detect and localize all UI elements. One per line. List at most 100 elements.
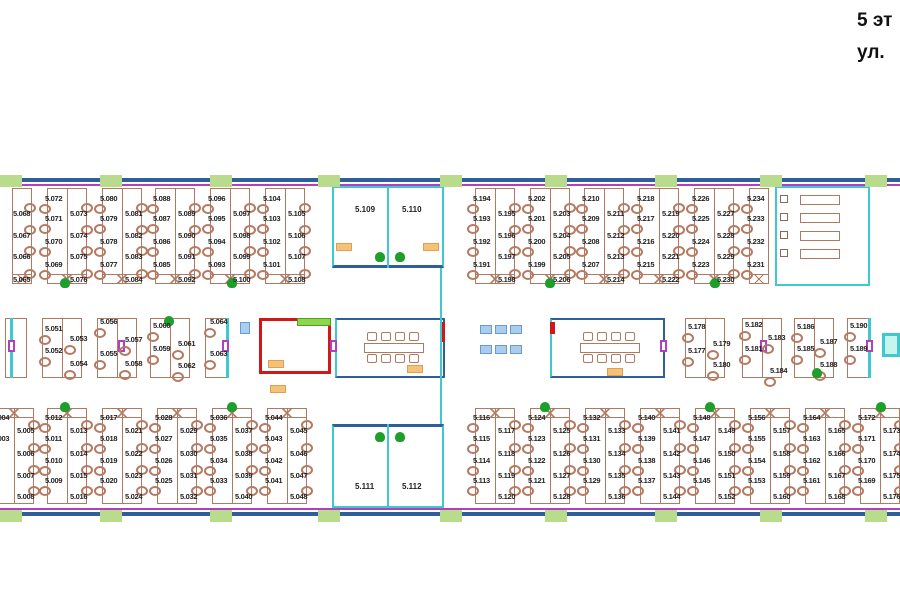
- desk-label[interactable]: 5.170: [858, 456, 876, 465]
- desk-label[interactable]: 5.105: [288, 209, 306, 218]
- desk-label[interactable]: 5.083: [125, 252, 143, 261]
- desk-label[interactable]: 5.211: [607, 209, 624, 218]
- desk-label[interactable]: 5.230: [717, 275, 735, 284]
- desk-label[interactable]: 5.220: [662, 231, 680, 240]
- desk-label[interactable]: 5.066: [13, 252, 31, 261]
- desk-label[interactable]: 5.024: [125, 492, 143, 501]
- desk-label[interactable]: 5.005: [17, 426, 35, 435]
- desk-label[interactable]: 5.206: [553, 275, 571, 284]
- desk-label[interactable]: 5.027: [155, 434, 173, 443]
- desk-label[interactable]: 5.207: [582, 260, 600, 269]
- printer[interactable]: [480, 325, 492, 334]
- desk-label[interactable]: 5.086: [153, 237, 171, 246]
- desk-label[interactable]: 5.035: [210, 434, 228, 443]
- desk-label[interactable]: 5.106: [288, 231, 306, 240]
- printer[interactable]: [510, 345, 522, 354]
- desk-label[interactable]: 5.045: [290, 426, 308, 435]
- desk-label[interactable]: 5.087: [153, 214, 171, 223]
- desk-label[interactable]: 5.136: [608, 492, 626, 501]
- desk-label[interactable]: 5.116: [473, 413, 490, 422]
- desk-label[interactable]: 5.180: [713, 360, 731, 369]
- desk-label[interactable]: 5.103: [263, 214, 281, 223]
- desk-label[interactable]: 5.186: [797, 322, 815, 331]
- printer[interactable]: [480, 345, 492, 354]
- desk-label[interactable]: 5.067: [13, 231, 31, 240]
- desk-label[interactable]: 5.118: [498, 449, 515, 458]
- desk-label[interactable]: 5.020: [100, 476, 118, 485]
- desk-label[interactable]: 5.022: [125, 449, 143, 458]
- desk-label[interactable]: 5.191: [473, 260, 491, 269]
- desk-label[interactable]: 5.012: [45, 413, 63, 422]
- desk-label[interactable]: 5.102: [263, 237, 281, 246]
- desk-label[interactable]: 5.015: [70, 471, 88, 480]
- desk-label[interactable]: 5.216: [637, 237, 655, 246]
- desk-label[interactable]: 5.090: [178, 231, 196, 240]
- desk-label[interactable]: 5.182: [745, 320, 763, 329]
- printer[interactable]: [510, 325, 522, 334]
- desk-label[interactable]: 5.108: [288, 275, 306, 284]
- desk-label[interactable]: 5.149: [718, 426, 736, 435]
- desk-label[interactable]: 5.031: [180, 471, 198, 480]
- desk-label[interactable]: 5.210: [582, 194, 600, 203]
- desk-label[interactable]: 5.076: [70, 275, 88, 284]
- desk-label[interactable]: 5.088: [153, 194, 171, 203]
- desk-label[interactable]: 5.234: [747, 194, 765, 203]
- desk-label[interactable]: 5.042: [265, 456, 283, 465]
- desk-label[interactable]: 5.075: [70, 252, 88, 261]
- desk-label[interactable]: 5.163: [803, 434, 821, 443]
- desk-label[interactable]: 5.051: [45, 324, 63, 333]
- desk-label[interactable]: 5.055: [100, 349, 118, 358]
- desk-label[interactable]: 5.183: [768, 333, 786, 342]
- desk-label[interactable]: 5.107: [288, 252, 306, 261]
- desk-label[interactable]: 5.034: [210, 456, 228, 465]
- desk-label[interactable]: 5.092: [178, 275, 196, 284]
- desk-label[interactable]: 5.089: [178, 209, 196, 218]
- desk-label[interactable]: 5.223: [692, 260, 710, 269]
- desk-label[interactable]: 5.151: [718, 471, 736, 480]
- desk-label[interactable]: 5.043: [265, 434, 283, 443]
- desk-label[interactable]: 5.060: [153, 321, 171, 330]
- desk-label[interactable]: 5.135: [608, 471, 626, 480]
- desk-label[interactable]: 5.217: [637, 214, 655, 223]
- desk-label[interactable]: 5.154: [748, 456, 766, 465]
- desk-label[interactable]: 5.059: [153, 344, 171, 353]
- desk-label[interactable]: 5.205: [553, 252, 571, 261]
- desk-label[interactable]: 5.101: [263, 260, 281, 269]
- desk-label[interactable]: 5.046: [290, 449, 308, 458]
- desk-label[interactable]: 5.226: [692, 194, 710, 203]
- desk-label[interactable]: 5.197: [498, 252, 516, 261]
- desk-label[interactable]: 5.177: [688, 346, 706, 355]
- desk-label[interactable]: 5.004: [0, 413, 10, 422]
- desk-label[interactable]: 5.127: [553, 471, 571, 480]
- desk-label[interactable]: 5.221: [662, 252, 680, 261]
- desk-label[interactable]: 5.165: [828, 426, 846, 435]
- desk-label[interactable]: 5.073: [70, 209, 88, 218]
- desk-label[interactable]: 5.124: [528, 413, 546, 422]
- desk-label[interactable]: 5.231: [747, 260, 765, 269]
- desk-label[interactable]: 5.160: [773, 492, 791, 501]
- desk-label[interactable]: 5.133: [608, 426, 626, 435]
- desk-label[interactable]: 5.114: [473, 456, 490, 465]
- desk-label[interactable]: 5.052: [45, 346, 63, 355]
- desk-label[interactable]: 5.122: [528, 456, 546, 465]
- desk-label[interactable]: 5.139: [638, 434, 656, 443]
- desk-label[interactable]: 5.194: [473, 194, 491, 203]
- desk-label[interactable]: 5.010: [45, 456, 63, 465]
- desk-label[interactable]: 5.013: [70, 426, 88, 435]
- desk-label[interactable]: 5.025: [155, 476, 173, 485]
- desk-label[interactable]: 5.188: [820, 360, 838, 369]
- desk-label[interactable]: 5.233: [747, 214, 765, 223]
- desk-label[interactable]: 5.070: [45, 237, 63, 246]
- desk-label[interactable]: 5.093: [208, 260, 226, 269]
- desk-label[interactable]: 5.167: [828, 471, 846, 480]
- desk-label[interactable]: 5.189: [850, 344, 868, 353]
- desk-label[interactable]: 5.222: [662, 275, 680, 284]
- desk-label[interactable]: 5.152: [718, 492, 736, 501]
- desk-label[interactable]: 5.162: [803, 456, 821, 465]
- desk-label[interactable]: 5.125: [553, 426, 571, 435]
- desk-label[interactable]: 5.097: [233, 209, 251, 218]
- desk-label[interactable]: 5.168: [828, 492, 846, 501]
- desk-label[interactable]: 5.017: [100, 413, 118, 422]
- desk-label[interactable]: 5.098: [233, 231, 251, 240]
- desk-label[interactable]: 5.058: [125, 359, 143, 368]
